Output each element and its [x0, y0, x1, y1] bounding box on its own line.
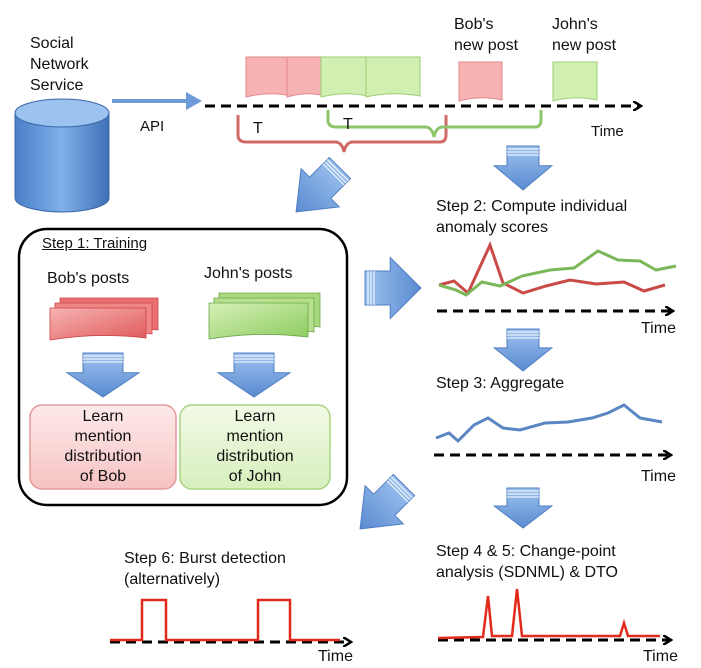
burst-detection-chart [110, 598, 350, 642]
bob-posts-label: Bob's posts [47, 270, 130, 287]
block-arrow-icon [216, 352, 292, 398]
john-score-line [438, 249, 677, 297]
training-panel [17, 227, 349, 507]
step2-title: Step 2: Compute individual anomaly score… [436, 198, 628, 236]
john-distribution-box: Learn mention distribution of John [216, 408, 294, 485]
block-arrow-group [65, 145, 554, 530]
anomaly-scores-chart [437, 240, 677, 311]
john-new-post-label: John's new post [552, 16, 617, 54]
step2-time-label: Time [641, 320, 676, 337]
api-label: API [140, 118, 165, 135]
post-stack-timeline [245, 56, 598, 102]
john-posts-label: John's posts [204, 265, 293, 282]
bob-distribution-box-bg [29, 404, 177, 490]
john-distribution-box-bg [179, 404, 331, 490]
api-arrow-icon [112, 92, 202, 110]
social-network-service-label: Social Network Service [30, 35, 89, 94]
bob-score-line [438, 240, 666, 296]
block-arrow-icon [295, 156, 352, 213]
step3-time-label: Time [641, 468, 676, 485]
step6-time-label: Time [318, 648, 353, 665]
aggregate-line [435, 403, 663, 444]
bob-new-post-label: Bob's new post [454, 16, 519, 54]
window-label-bob: T [253, 120, 263, 137]
window-label-john: T [343, 116, 353, 133]
step45-title: Step 4 & 5: Change-point analysis (SDNML… [436, 543, 618, 581]
step6-title: Step 6: Burst detection (alternatively) [124, 550, 286, 588]
block-arrow-icon [492, 145, 554, 191]
block-arrow-icon [65, 352, 141, 398]
main-time-label: Time [591, 123, 624, 140]
bob-distribution-box: Learn mention distribution of Bob [64, 408, 142, 485]
change-point-chart [437, 588, 670, 640]
change-point-line [437, 588, 660, 640]
john-posts-stack-icon [208, 292, 321, 340]
step45-time-label: Time [643, 648, 678, 665]
bob-posts-stack-icon [49, 297, 159, 341]
training-title: Step 1: Training [42, 235, 148, 252]
block-arrow-icon [364, 256, 422, 320]
john-window-bracket [326, 110, 543, 138]
block-arrow-icon [492, 328, 554, 372]
block-arrow-icon [359, 473, 416, 530]
block-arrow-icon [492, 487, 554, 529]
database-icon [14, 98, 110, 213]
step3-title: Step 3: Aggregate [436, 375, 565, 392]
bob-window-bracket [236, 115, 448, 153]
aggregate-chart [434, 403, 670, 455]
burst-line [110, 598, 340, 642]
